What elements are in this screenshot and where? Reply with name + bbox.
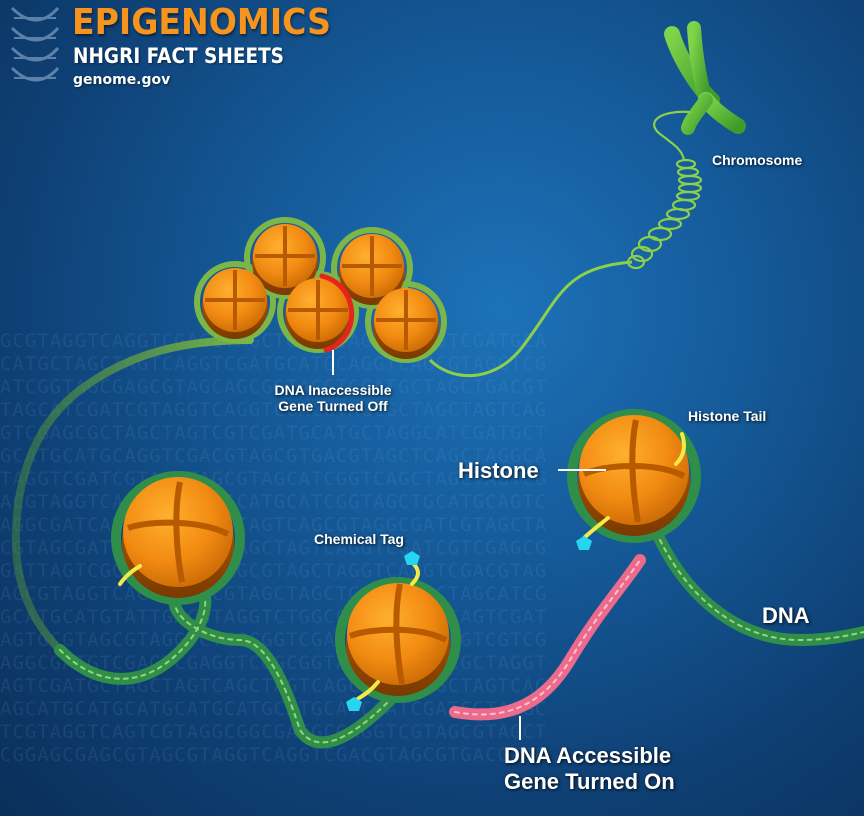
background-sequence-line: ATCGGTAGCGAGCGTAGCAGCGGTAGGTCGATGCTAGCTG…	[0, 376, 548, 398]
chromatin-strand	[428, 260, 633, 378]
chromatin-strand-left	[11, 336, 254, 654]
label-dna-inaccessible-line2: Gene Turned Off	[278, 398, 388, 414]
fact-sheet-title: EPIGENOMICS	[72, 2, 331, 43]
histone-tail-left	[118, 564, 142, 586]
histone-tail-right	[674, 432, 686, 466]
site-link[interactable]: genome.gov	[73, 72, 171, 88]
background-sequence-line: TAGGTCGATCGTAGCTAGCGTAGCATCGGTCAGCTAGCTA…	[0, 468, 548, 490]
background-sequence-line: TCGTAGGTCAGTCGTAGGCGGCGAGGCGAGGTCGTAGCGT…	[0, 721, 548, 743]
dna-accessible-segment	[449, 554, 646, 721]
label-dna-inaccessible-line1: DNA Inaccessible	[274, 382, 392, 398]
label-histone: Histone	[458, 458, 539, 483]
nucleosome-right	[567, 409, 701, 550]
chromosome-icon	[664, 21, 746, 135]
nucleosome-left	[111, 471, 245, 605]
closed-chromatin-cluster	[194, 217, 447, 363]
label-chromosome: Chromosome	[712, 152, 803, 168]
chemical-tag-icon-3	[576, 536, 592, 550]
label-histone-tail: Histone Tail	[688, 408, 767, 424]
chromatin-coil	[626, 110, 703, 270]
histone-tail-middle	[354, 680, 380, 702]
histone-tail-right-lower	[582, 516, 610, 540]
dna-accessible-helix	[454, 559, 641, 716]
background-sequence-line: GTCGAGCGCTAGCTAGTCGTCGATGCATGCTAGGCATCGA…	[0, 422, 548, 444]
fact-sheet-subtitle: NHGRI FACT SHEETS	[73, 44, 284, 68]
background-sequence-line: CGGAGCGAGCGTAGCGTAGGTCAGGTCGACGTAGCGTGAC…	[0, 744, 548, 766]
dna-strand-right-helix	[659, 539, 864, 642]
label-dna-accessible: DNA Accessible Gene Turned On	[504, 743, 675, 795]
dna-strand-lower-helix	[59, 582, 391, 744]
nucleosome-middle	[335, 551, 461, 711]
chemical-tag-icon	[404, 551, 420, 565]
background-sequence-line: GCATGCATGCAGGTCGACGTAGCGTGACGTAGCTCAGCTA…	[0, 445, 548, 467]
background-sequence-line: TAGCATCGATCGTAGGTCAGGTCGACGTAGCGCTAGCTAG…	[0, 399, 548, 421]
chemical-tag-icon-2	[346, 697, 362, 711]
label-dna-accessible-line2: Gene Turned On	[504, 769, 675, 794]
background-sequence-line: AGCATGCATGCATGCATGCATGCATGCATCGATCGATCGT…	[0, 698, 548, 720]
label-dna: DNA	[762, 603, 810, 628]
label-dna-inaccessible: DNA Inaccessible Gene Turned Off	[258, 382, 408, 414]
histone-tail-top	[410, 560, 420, 586]
label-dna-accessible-line1: DNA Accessible	[504, 743, 672, 768]
dna-logo-icon	[10, 6, 60, 82]
label-chemical-tag: Chemical Tag	[314, 531, 404, 547]
